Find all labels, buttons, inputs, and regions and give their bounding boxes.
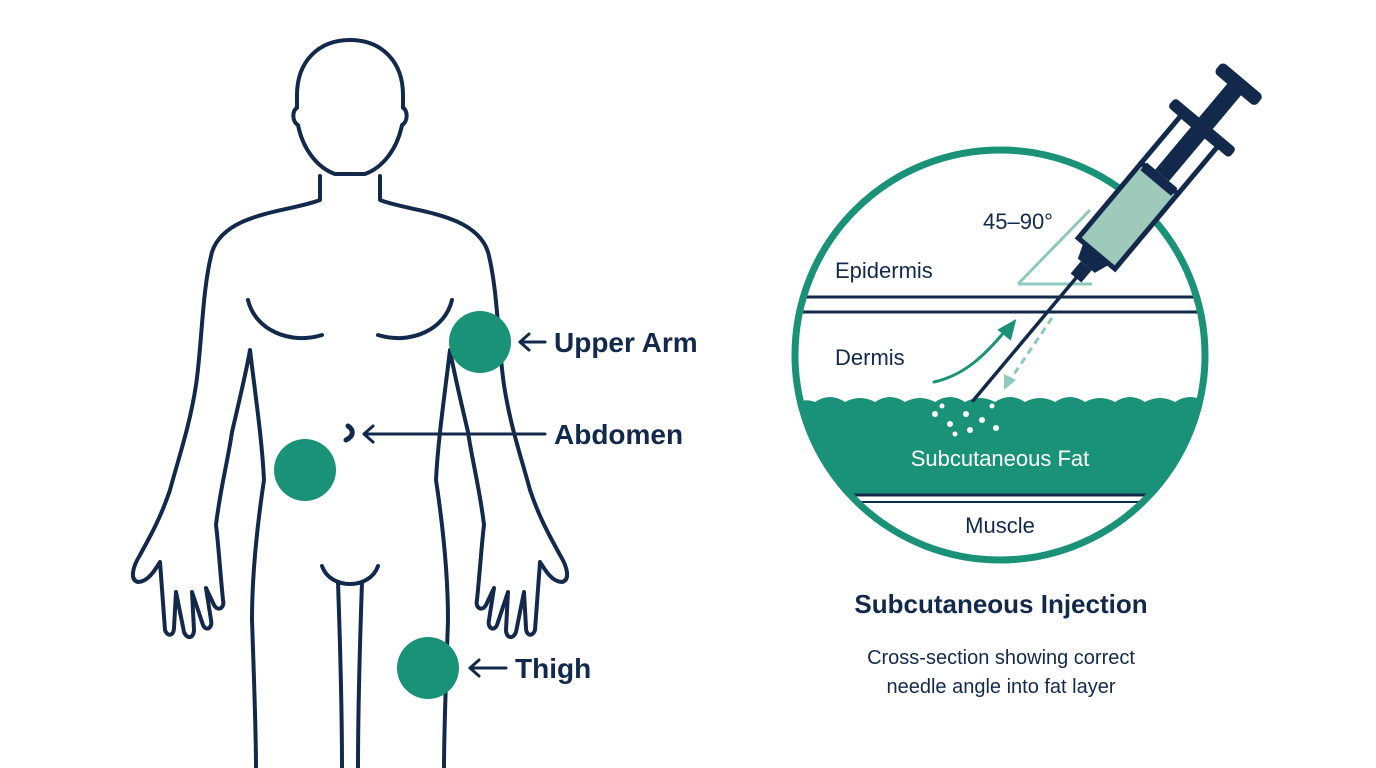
abdomen-site-marker bbox=[274, 439, 336, 501]
thigh-label: Thigh bbox=[515, 653, 591, 684]
dermis-label: Dermis bbox=[835, 345, 905, 370]
cross-section-circle bbox=[791, 146, 1209, 564]
epidermis-label: Epidermis bbox=[835, 258, 933, 283]
medication-dots bbox=[932, 403, 999, 437]
insertion-arrow bbox=[932, 318, 1017, 384]
needle bbox=[971, 276, 1078, 403]
injection-site-markers bbox=[274, 311, 511, 699]
chest-left bbox=[246, 298, 324, 341]
upper-arm-site-marker bbox=[449, 311, 511, 373]
skin-cross-section: 45–90° Epidermis Dermis Subcutaneous Fat… bbox=[791, 63, 1262, 564]
thigh-site-marker bbox=[397, 637, 459, 699]
body-outline bbox=[131, 174, 322, 768]
plunger-rod bbox=[1155, 80, 1244, 182]
body-outline-right bbox=[378, 174, 569, 768]
angle-indicator bbox=[1016, 208, 1092, 286]
subcutaneous-fat-label: Subcutaneous Fat bbox=[911, 446, 1090, 471]
upper-arm-label: Upper Arm bbox=[554, 327, 698, 358]
muscle-label: Muscle bbox=[965, 513, 1035, 538]
abdomen-label: Abdomen bbox=[554, 419, 683, 450]
inner-leg-right bbox=[356, 580, 364, 768]
upper-arm-arrow bbox=[518, 332, 547, 352]
head-outline bbox=[291, 38, 409, 176]
angle-label: 45–90° bbox=[983, 209, 1053, 234]
withdrawal-arrow bbox=[1004, 317, 1054, 390]
subcutaneous-fat-layer bbox=[795, 397, 1205, 495]
chest-right bbox=[376, 298, 454, 341]
caption-line-2: needle angle into fat layer bbox=[886, 676, 1115, 698]
inner-leg-left bbox=[336, 580, 344, 768]
caption-line-1: Cross-section showing correct bbox=[867, 647, 1135, 669]
diagram-title: Subcutaneous Injection bbox=[854, 589, 1147, 619]
groin-outline bbox=[320, 564, 380, 586]
syringe bbox=[971, 63, 1262, 403]
navel bbox=[343, 423, 355, 443]
site-pointer-arrows bbox=[362, 332, 547, 678]
thigh-arrow bbox=[468, 658, 508, 678]
human-body-outline bbox=[131, 38, 569, 768]
abdomen-arrow bbox=[362, 424, 547, 444]
